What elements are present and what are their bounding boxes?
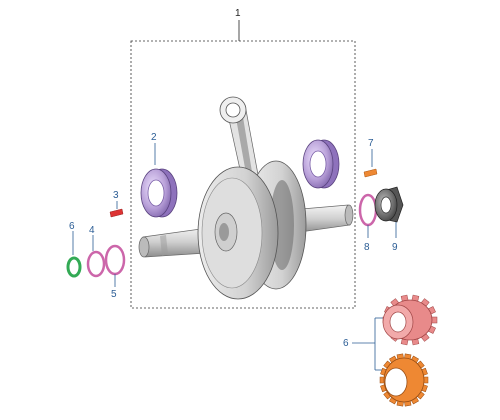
assembly-boundary-box: [130, 40, 356, 309]
callout-4[interactable]: 4: [89, 225, 95, 251]
callout-label-1: 1: [235, 8, 241, 19]
callout-label-3: 3: [113, 190, 119, 201]
woodruff-key-right[interactable]: [363, 168, 378, 178]
callout-2[interactable]: 2: [151, 132, 157, 165]
callout-label-6b: 6: [343, 338, 349, 349]
callout-label-5: 5: [111, 289, 117, 300]
nut-9[interactable]: [374, 186, 404, 223]
callout-7[interactable]: 7: [368, 138, 374, 167]
callout-label-4: 4: [89, 225, 95, 236]
shim-4[interactable]: [86, 250, 106, 278]
bearing-left[interactable]: [140, 168, 178, 218]
o-ring-green[interactable]: [66, 256, 82, 278]
callout-8[interactable]: 8: [364, 225, 370, 253]
callout-label-6a: 6: [69, 221, 75, 232]
shim-5[interactable]: [104, 244, 126, 276]
callout-label-7: 7: [368, 138, 374, 149]
callout-label-8: 8: [364, 242, 370, 253]
gear-pink-upper[interactable]: [382, 294, 438, 346]
crankshaft-assembly[interactable]: [138, 96, 354, 300]
woodruff-key-left[interactable]: [109, 208, 124, 218]
bearing-right[interactable]: [302, 139, 340, 189]
callout-6a[interactable]: 6: [69, 221, 75, 255]
shim-8[interactable]: [358, 193, 378, 227]
callout-3[interactable]: 3: [113, 190, 119, 209]
callout-6b[interactable]: 6: [343, 317, 384, 371]
callout-label-2: 2: [151, 132, 157, 143]
callout-5[interactable]: 5: [111, 274, 117, 300]
callout-1[interactable]: 1: [235, 8, 241, 41]
gear-orange-lower[interactable]: [379, 353, 429, 407]
callout-label-9: 9: [392, 242, 398, 253]
callout-9[interactable]: 9: [392, 222, 398, 253]
